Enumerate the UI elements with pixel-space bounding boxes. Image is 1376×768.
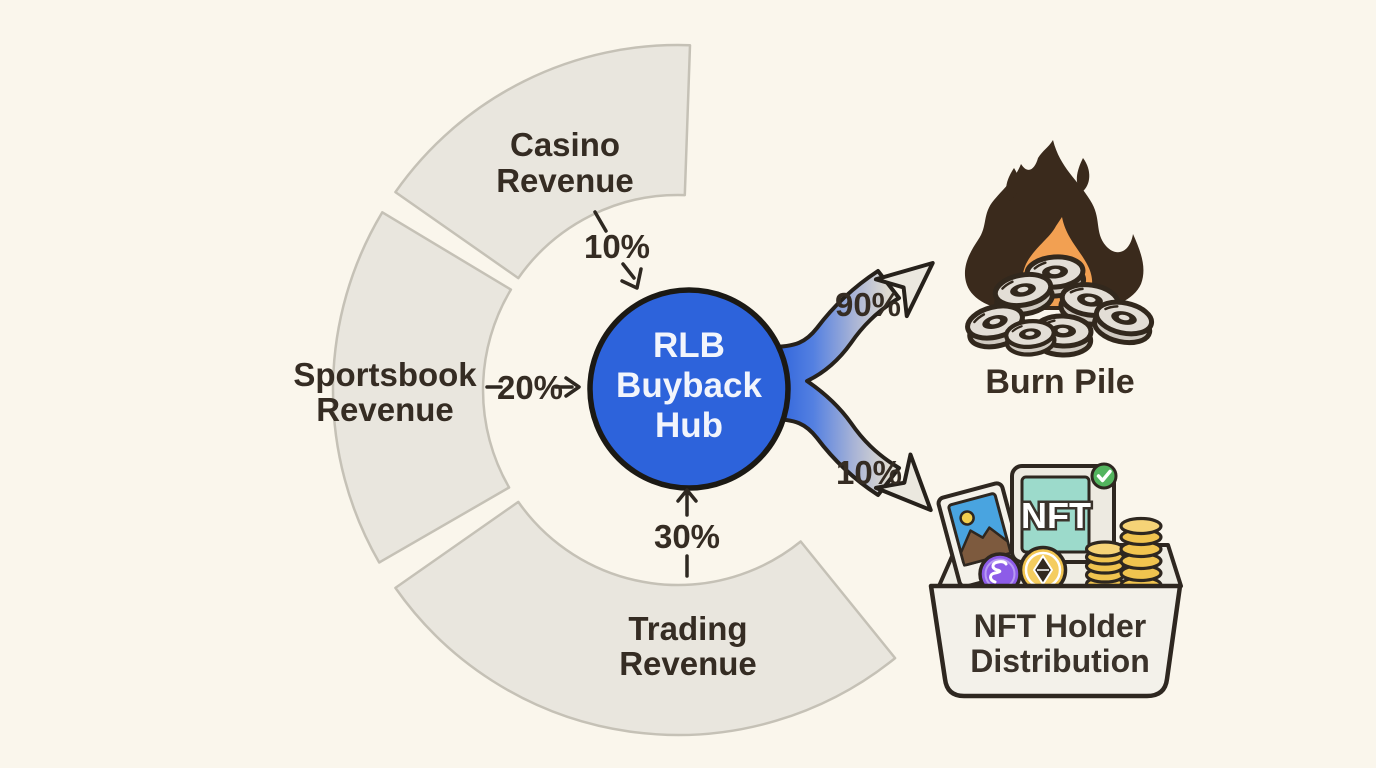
- output-fork: [768, 261, 935, 513]
- sportsbook-segment-shape: [331, 211, 513, 564]
- hub-label-line2: Buyback: [616, 366, 762, 405]
- casino-connector-line: [593, 210, 608, 233]
- casino-segment-shape: [394, 43, 692, 280]
- hub-label-line3: Hub: [655, 406, 723, 445]
- sportsbook-label-line2: Revenue: [316, 391, 454, 428]
- sportsbook-arrow-icon: [554, 376, 581, 398]
- nft-distribution-icon: NFT NF: [928, 462, 1183, 699]
- trading-label-line2: Revenue: [619, 645, 757, 682]
- casino-label-line1: Casino: [510, 126, 620, 163]
- casino-pct-label: 10%: [584, 228, 650, 265]
- casino-label-line2: Revenue: [496, 162, 634, 199]
- fork-pipes-shape: [768, 269, 901, 497]
- trading-arrow-icon: [676, 488, 698, 517]
- nft-tablet-text: NFT: [1021, 495, 1091, 536]
- nft-label-line1: NFT Holder: [974, 608, 1146, 644]
- trading-pct-label: 30%: [654, 518, 720, 555]
- nft-label-line2: Distribution: [970, 643, 1150, 679]
- rlb-buyback-hub-node: RLB Buyback Hub: [587, 287, 791, 491]
- burn-pct-label: 90%: [835, 286, 901, 323]
- trading-segment-shape: [394, 500, 897, 737]
- sportsbook-pct-label: 20%: [497, 369, 563, 406]
- burn-arrowhead-icon: [873, 261, 935, 319]
- nft-pct-label: 10%: [836, 454, 902, 491]
- flame-spark-right-icon: [1076, 158, 1090, 192]
- sportsbook-label-line1: Sportsbook: [293, 356, 477, 393]
- burn-pile-icon: Burn Pile: [964, 140, 1154, 401]
- hub-label-line1: RLB: [653, 326, 725, 365]
- nft-arrowhead-icon: [873, 452, 933, 513]
- burn-pile-label: Burn Pile: [985, 363, 1134, 401]
- coin-stack-tall-icon: [1119, 516, 1163, 595]
- eth-coin-icon: [1018, 545, 1068, 595]
- casino-arrow-icon: [620, 262, 643, 290]
- flame-spark-left-icon: [1006, 168, 1019, 201]
- check-mark-icon: [1096, 469, 1112, 483]
- hub-circle: [587, 287, 791, 491]
- trading-label-line1: Trading: [628, 610, 747, 647]
- basket-front-panel: [928, 583, 1183, 699]
- revenue-arc: Casino Revenue Sportsbook Revenue Tradin…: [293, 43, 897, 737]
- coin-stack-short-icon: [1084, 540, 1126, 593]
- input-connectors: [485, 210, 698, 578]
